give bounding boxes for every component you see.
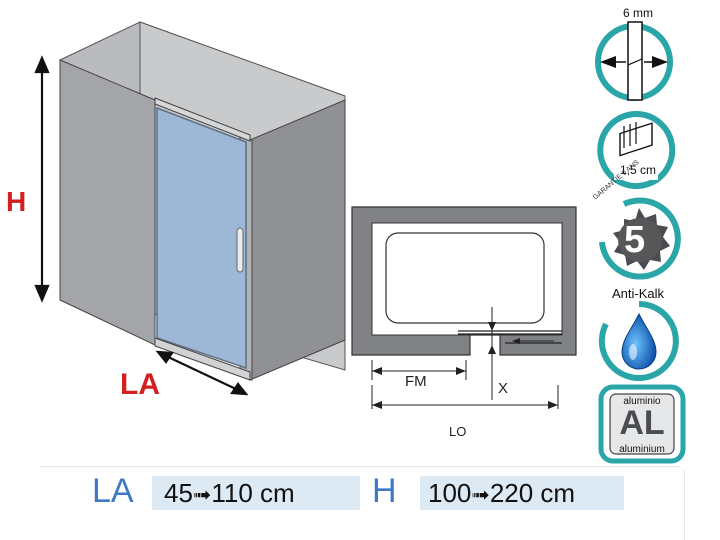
- width-arrow: [155, 350, 249, 396]
- aluminium-symbol: AL: [619, 404, 665, 442]
- water-drop-icon: [598, 301, 679, 381]
- anti-kalk-label: Anti-Kalk: [611, 286, 665, 301]
- glass-door: [156, 106, 247, 370]
- warranty-icon: [599, 197, 681, 280]
- arrow-right-icon: ➟: [471, 482, 490, 507]
- right-side-panel: [249, 99, 346, 381]
- h-range-box: 100➟220 cm: [420, 476, 624, 510]
- shower-enclosure-drawing: [34, 21, 346, 396]
- la-max-value: 110 cm: [211, 478, 295, 508]
- height-label: H: [6, 186, 27, 217]
- thickness-label: 6 mm: [623, 6, 653, 20]
- shower-tray: [385, 232, 545, 324]
- warranty-number: 5: [624, 219, 646, 261]
- x-label: X: [498, 380, 509, 397]
- profile-label: 1,5 cm: [619, 163, 656, 177]
- aluminium-bottom-label: aluminium: [619, 444, 665, 455]
- aluminium-top-label: aluminio: [623, 396, 661, 407]
- bottom-divider-vertical: [684, 470, 685, 540]
- profile-icon: [597, 110, 676, 189]
- door-handle: [236, 227, 244, 273]
- aluminium-icon: [598, 384, 686, 464]
- height-arrow: [34, 55, 50, 303]
- plan-view-drawing: [351, 206, 577, 409]
- bottom-divider: [40, 466, 680, 467]
- h-min-value: 100: [428, 478, 472, 508]
- la-range-box: 45➟110 cm: [152, 476, 360, 510]
- arrow-right-icon: ➟: [192, 482, 212, 507]
- la-dimension-label: LA: [92, 472, 134, 510]
- left-side-wall: [59, 59, 156, 346]
- lo-label: LO: [449, 424, 467, 439]
- width-label: LA: [120, 368, 160, 401]
- h-dimension-label: H: [372, 472, 397, 510]
- la-min-value: 45: [164, 478, 193, 508]
- h-max-value: 220 cm: [489, 478, 576, 508]
- glass-thickness-icon: [595, 21, 673, 101]
- fm-label: FM: [405, 373, 427, 390]
